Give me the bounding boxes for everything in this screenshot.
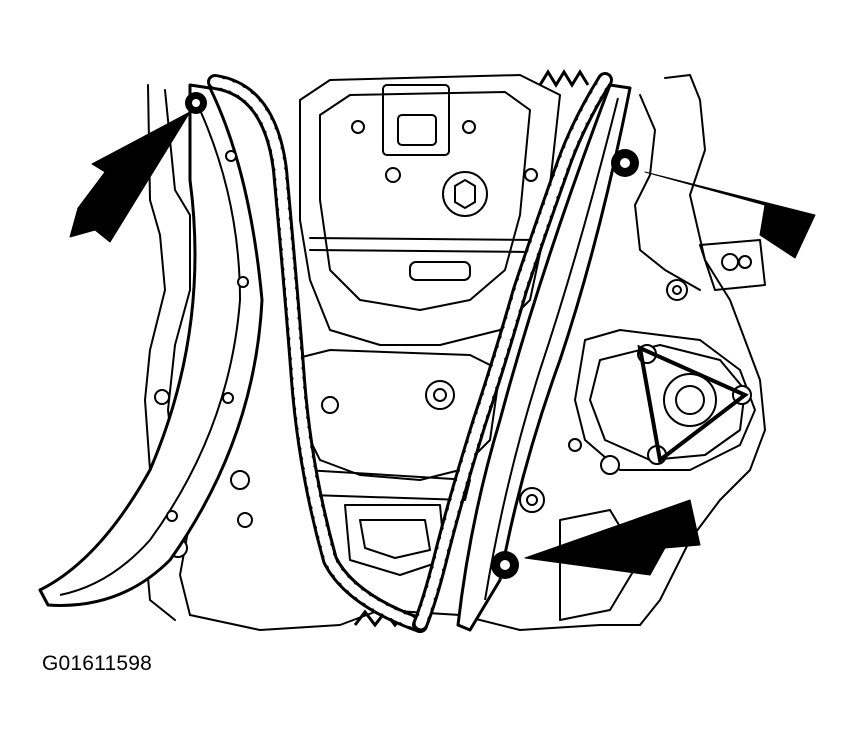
bolt-callout-arrows xyxy=(69,111,816,576)
left-guide-hole xyxy=(166,510,178,522)
left-guide-hole xyxy=(225,150,237,162)
bracket-cam-sprocket xyxy=(637,344,749,464)
arrow-lower-right xyxy=(524,499,701,576)
figure-id-label: G01611598 xyxy=(42,652,153,675)
left-chain-guide xyxy=(38,83,264,607)
left-guide-hole xyxy=(237,276,249,288)
arrow-upper-right xyxy=(644,171,816,259)
engine-fasteners xyxy=(154,120,752,558)
left-guide-hole xyxy=(222,392,234,404)
arrow-upper-left xyxy=(69,111,191,243)
right-chain-guide xyxy=(456,83,639,632)
timing-chain-left xyxy=(207,74,428,633)
timing-chain-right xyxy=(412,72,613,633)
